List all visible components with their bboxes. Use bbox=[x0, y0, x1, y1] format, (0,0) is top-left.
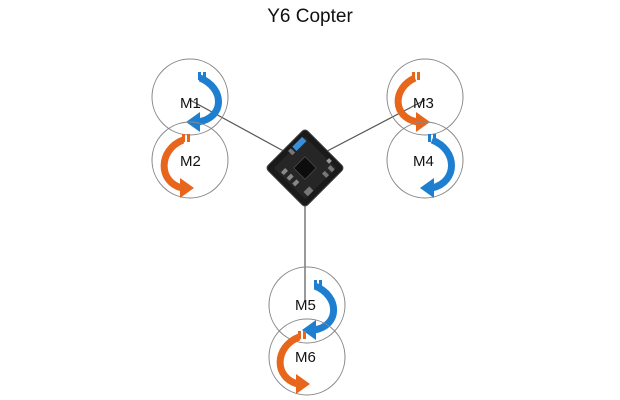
motor-m5-label: M5 bbox=[295, 297, 316, 314]
motor-m2-arrowhead bbox=[180, 178, 194, 198]
motor-m3-propeller-circle bbox=[386, 58, 464, 136]
diagram-title: Y6 Copter bbox=[267, 6, 353, 27]
motor-m4-label: M4 bbox=[413, 153, 434, 170]
motor-m2-tick-1 bbox=[182, 134, 185, 142]
motor-m1-rotation-arrow-icon bbox=[197, 74, 222, 126]
motor-m4: M4 bbox=[386, 121, 464, 199]
motor-m4-rotation-arrow-icon bbox=[430, 136, 455, 192]
motor-m1-label: M1 bbox=[180, 95, 201, 112]
motor-m5-rotation-arrow-icon bbox=[313, 282, 338, 334]
arm-left bbox=[189, 99, 301, 161]
motor-m4-tick-1 bbox=[428, 134, 431, 142]
motor-m3-label: M3 bbox=[413, 95, 434, 112]
motor-m6-label: M6 bbox=[295, 349, 316, 366]
motor-m2: M2 bbox=[151, 121, 229, 199]
motor-m3: M3 bbox=[386, 58, 464, 136]
motor-m2-label: M2 bbox=[180, 153, 201, 170]
motor-m5-tick-2 bbox=[319, 280, 322, 288]
motor-m4-arrowhead bbox=[420, 178, 434, 198]
motor-m6-rotation-arrow-icon bbox=[276, 333, 301, 388]
motor-m5-propeller-circle bbox=[268, 266, 346, 344]
motor-m6-propeller-circle bbox=[268, 318, 346, 396]
motor-m2-tick-2 bbox=[187, 134, 190, 142]
motor-m5: M5 bbox=[268, 266, 346, 344]
motor-m1-tick-1 bbox=[198, 72, 201, 80]
arm-right bbox=[309, 99, 426, 161]
motor-m5-arrowhead bbox=[302, 320, 316, 340]
motor-m6-arrowhead bbox=[296, 374, 310, 394]
motor-m1-tick-2 bbox=[203, 72, 206, 80]
motor-m1: M1 bbox=[151, 58, 229, 136]
motor-m3-rotation-arrow-icon bbox=[394, 74, 419, 126]
motor-m6-tick-2 bbox=[303, 331, 306, 339]
motor-m4-tick-2 bbox=[433, 134, 436, 142]
flight-controller-board-icon bbox=[266, 129, 344, 207]
motor-m3-tick-1 bbox=[412, 72, 415, 80]
motor-m5-tick-1 bbox=[314, 280, 317, 288]
motor-m3-tick-2 bbox=[417, 72, 420, 80]
motor-m6-tick-1 bbox=[298, 331, 301, 339]
motor-m6: M6 bbox=[268, 318, 346, 396]
motor-m2-propeller-circle bbox=[151, 121, 229, 199]
motor-m4-propeller-circle bbox=[386, 121, 464, 199]
motor-m2-rotation-arrow-icon bbox=[160, 136, 185, 192]
